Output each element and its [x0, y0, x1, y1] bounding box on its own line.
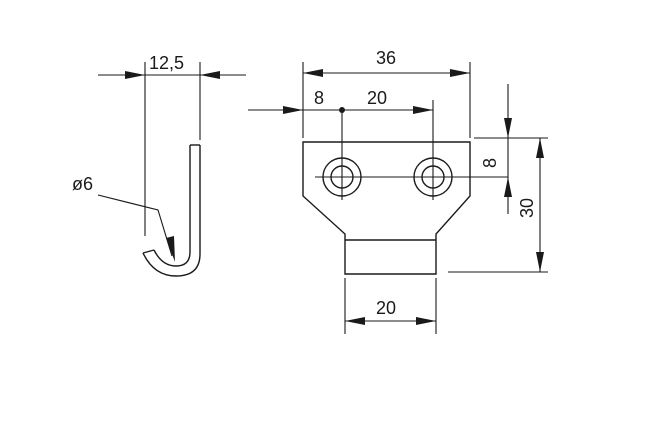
dimension-8-vertical: 8	[480, 84, 512, 214]
hook-tip-edge	[142, 249, 155, 254]
plate-outline	[302, 141, 471, 275]
dimension-12-5: 12,5	[98, 53, 246, 79]
side-view: 12,5 ø6	[72, 53, 246, 277]
dimension-diameter: ø6	[72, 174, 175, 262]
hook-profile-inner	[142, 145, 201, 277]
dimension-36: 36	[303, 48, 470, 77]
front-view: 36 8 20 8 30 20	[248, 48, 548, 334]
dim-label-20-tab: 20	[376, 298, 396, 318]
dim-label-30: 30	[517, 198, 537, 218]
dim-label-diameter: ø6	[72, 174, 93, 194]
dim-label-8-vertical: 8	[480, 158, 500, 168]
dim-label-8-horizontal: 8	[314, 88, 324, 108]
dimension-20-tab: 20	[345, 298, 436, 325]
dimension-8-20: 8 20	[248, 88, 433, 114]
dim-label-20-holes: 20	[367, 88, 387, 108]
hook-profile	[153, 145, 191, 267]
dim-label-36: 36	[376, 48, 396, 68]
dimension-30: 30	[517, 138, 544, 272]
dim-label-12-5: 12,5	[149, 53, 184, 73]
